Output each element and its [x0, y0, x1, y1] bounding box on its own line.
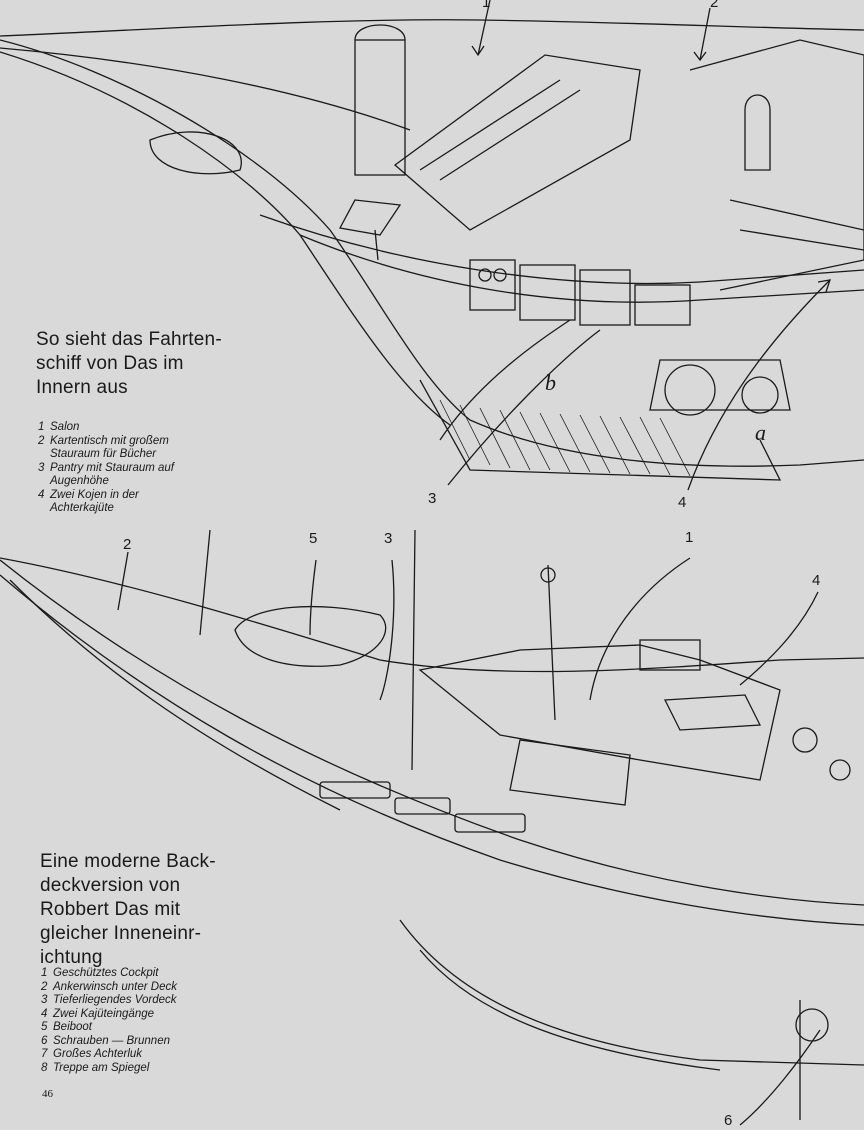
- bottom-callout-3: 3: [384, 530, 393, 547]
- bottom-callout-4: 4: [812, 572, 821, 589]
- bottom-yacht-exterior-drawing: [0, 529, 864, 1126]
- top-callout-2: 2: [710, 0, 719, 11]
- bottom-callout-6: 6: [724, 1112, 733, 1129]
- top-callout-1: 1: [482, 0, 491, 11]
- top-yacht-cutaway-drawing: [0, 0, 864, 491]
- bottom-callout-2: 2: [123, 536, 132, 553]
- top-callout-4: 4: [678, 494, 687, 511]
- bottom-callout-1: 1: [685, 529, 694, 546]
- sketch-mark-a: a: [755, 420, 766, 445]
- sketch-mark-b: b: [545, 370, 556, 395]
- top-caption: So sieht das Fahrten- schiff von Das im …: [36, 329, 222, 398]
- page-number: 46: [42, 1088, 53, 1100]
- top-callout-3: 3: [428, 490, 437, 507]
- bottom-callout-5: 5: [309, 530, 318, 547]
- bottom-caption: Eine moderne Back- deckversion von Robbe…: [40, 851, 216, 968]
